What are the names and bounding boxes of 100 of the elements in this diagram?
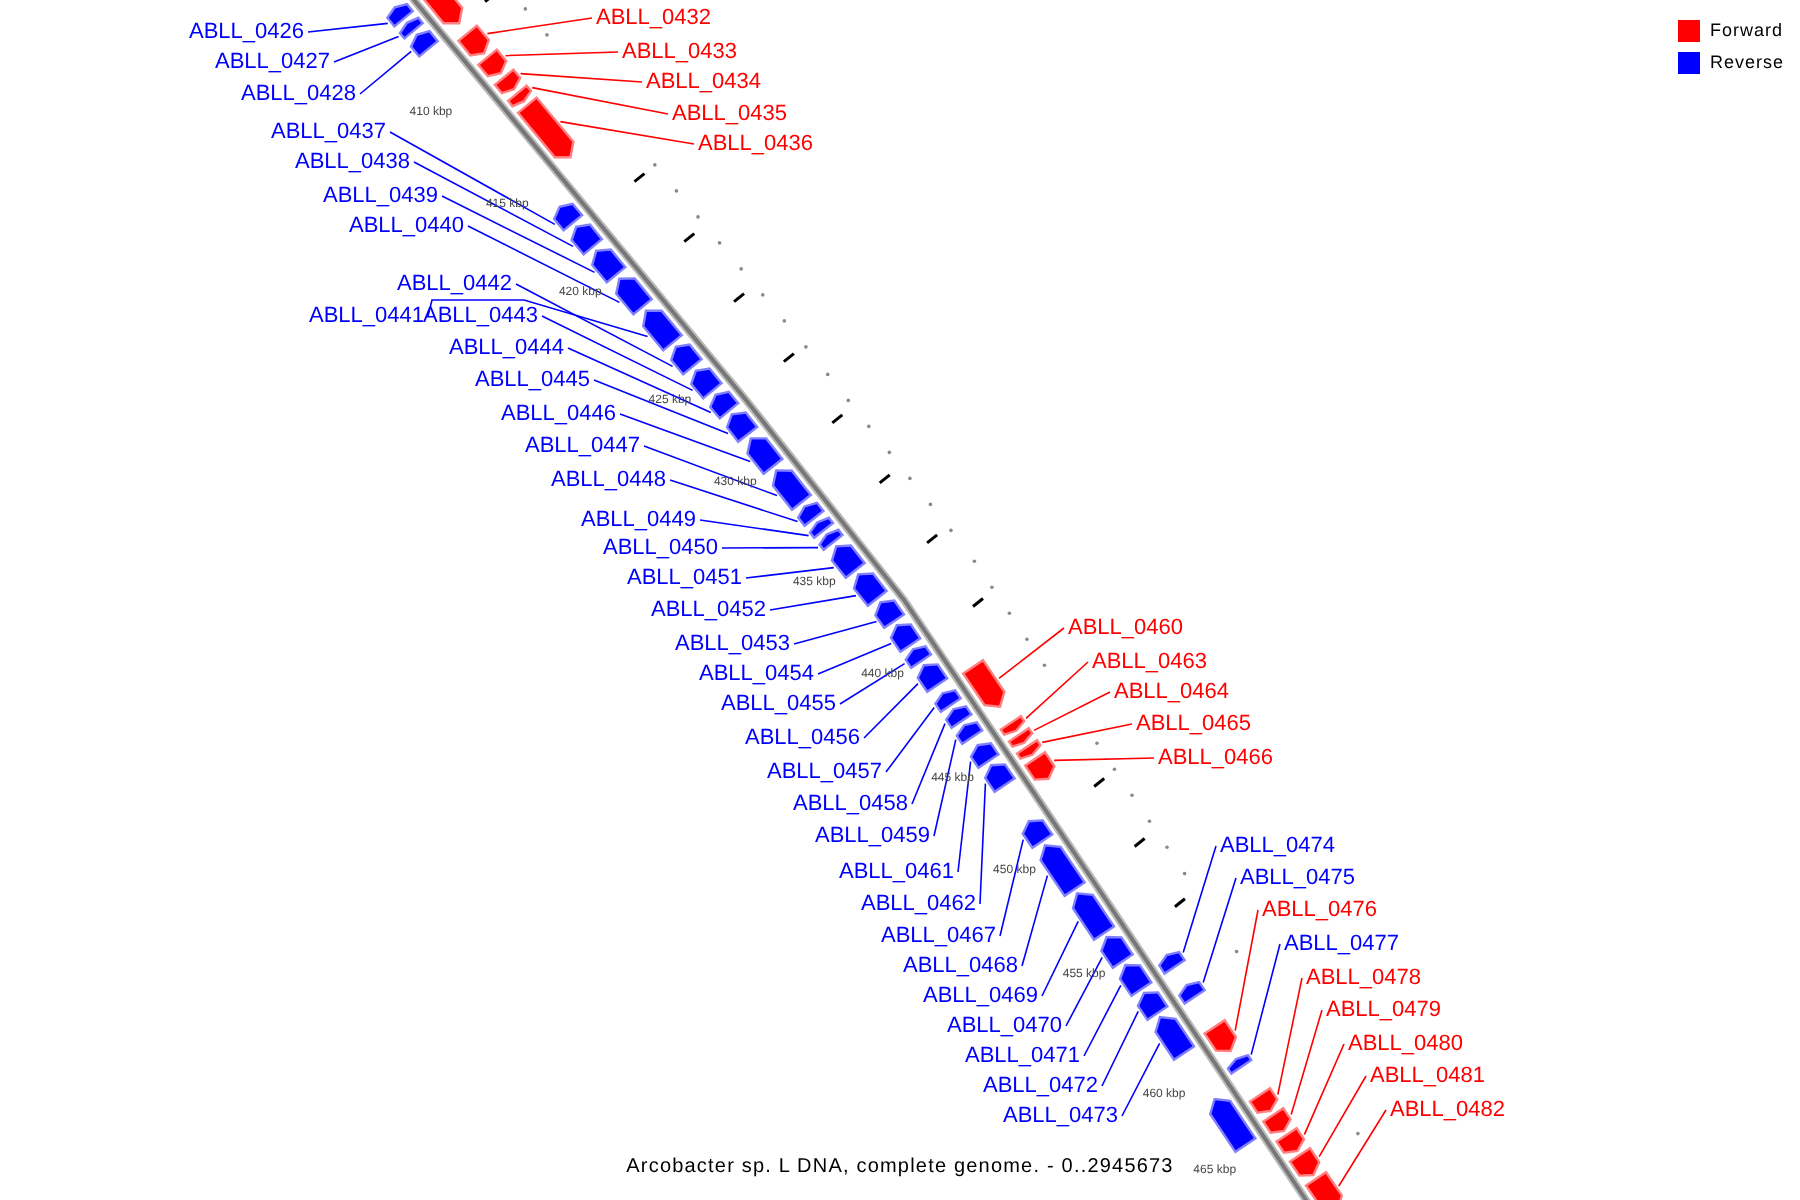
caption: Arcobacter sp. L DNA, complete genome. - 0..2945673 (626, 1156, 1174, 1178)
leader-line (333, 35, 400, 63)
leader-line (389, 131, 556, 226)
gene-label: ABLL_0480 (1348, 1032, 1463, 1056)
leader-line (1182, 845, 1217, 954)
gene-label: ABLL_0463 (1092, 650, 1207, 674)
leader-line (1234, 909, 1259, 1032)
gene-block (1071, 891, 1116, 942)
gene-block (506, 83, 533, 108)
gene-block (955, 721, 984, 746)
leader-line (541, 315, 694, 392)
gene-block (570, 223, 604, 257)
gene-label: ABLL_0462 (861, 892, 976, 916)
gene-label: ABLL_0455 (721, 692, 836, 716)
legend-label: Forward (1710, 20, 1784, 42)
leader-line (817, 642, 892, 675)
leader-line (504, 51, 619, 57)
gene-label: ABLL_0447 (525, 434, 640, 458)
leader-line (745, 566, 835, 579)
gene-label: ABLL_0473 (1003, 1104, 1118, 1128)
gene-block (398, 16, 425, 41)
leader-line (559, 120, 695, 145)
leader-line (359, 50, 412, 95)
leader-line (1021, 874, 1049, 967)
leader-line (441, 195, 596, 274)
leader-line (1303, 1043, 1345, 1136)
leader-line (1033, 691, 1111, 732)
leader-line (515, 283, 674, 368)
gene-block (708, 390, 740, 421)
gene-label: ABLL_0445 (475, 368, 590, 392)
gene-label: ABLL_0472 (983, 1074, 1098, 1098)
gene-block (1274, 1126, 1306, 1154)
leader-line (885, 706, 935, 773)
leader-line (1041, 723, 1133, 744)
gene-label: ABLL_0444 (449, 336, 564, 360)
gene-label: ABLL_0442 (397, 272, 512, 296)
gene-block (969, 742, 1001, 770)
gene-block (1039, 843, 1087, 898)
leader-line (531, 86, 669, 115)
leader-line (1053, 757, 1155, 762)
leader-line (307, 22, 389, 33)
gene-label: ABLL_0450 (603, 536, 718, 560)
gene-label: ABLL_0458 (793, 792, 908, 816)
gene-block (818, 528, 845, 552)
leader-line (957, 760, 972, 873)
gene-block (1304, 1170, 1344, 1200)
gene-label: ABLL_0460 (1068, 616, 1183, 640)
gene-label: ABLL_0476 (1262, 898, 1377, 922)
gene-label: ABLL_0461 (839, 860, 954, 884)
gene-label: ABLL_0481 (1370, 1064, 1485, 1088)
gene-label: ABLL_0457 (767, 760, 882, 784)
leader-line (1338, 1109, 1387, 1187)
gene-label: ABLL_0432 (596, 6, 711, 30)
gene-label: ABLL_0475 (1240, 866, 1355, 890)
leader-line (427, 299, 649, 338)
gene-label: ABLL_0482 (1390, 1098, 1505, 1122)
leader-line (979, 782, 987, 905)
gene-block (889, 623, 922, 654)
gene-label: ABLL_0426 (189, 20, 304, 44)
gene-label: ABLL_0439 (323, 184, 438, 208)
gene-block (1007, 726, 1034, 748)
leader-line (999, 838, 1024, 937)
gene-label: ABLL_0464 (1114, 680, 1229, 704)
gene-block (1226, 1053, 1253, 1076)
leader-line (1318, 1075, 1367, 1158)
gene-label: ABLL_0478 (1306, 966, 1421, 990)
leader-line (721, 546, 819, 549)
gene-block (961, 658, 1006, 709)
gene-block (1248, 1086, 1279, 1114)
gene-label: ABLL_0428 (241, 82, 356, 106)
gene-block (552, 202, 584, 233)
leader-line (998, 627, 1065, 680)
gene-block (852, 572, 889, 608)
gene-block (999, 714, 1026, 736)
gene-block (874, 599, 906, 630)
leader-line (669, 479, 799, 523)
gene-block (493, 67, 522, 95)
leader-line (1121, 1042, 1161, 1117)
gene-label: ABLL_0454 (699, 662, 814, 686)
gene-block (1015, 738, 1042, 760)
gene-block (916, 663, 949, 694)
leader-line (619, 413, 751, 463)
gene-label: ABLL_0435 (672, 102, 787, 126)
legend-label: Reverse (1710, 52, 1785, 74)
leader-line (839, 662, 906, 705)
gene-label: ABLL_0452 (651, 598, 766, 622)
gene-block (1136, 991, 1170, 1022)
gene-label: ABLL_0451 (627, 566, 742, 590)
gene-block (1261, 1106, 1292, 1134)
leader-line (1025, 661, 1089, 720)
gene-label: ABLL_0438 (295, 150, 410, 174)
gene-block (771, 469, 813, 512)
leader-line (793, 620, 878, 645)
gene-label: ABLL_0437 (271, 120, 386, 144)
gene-block (1177, 980, 1207, 1006)
gene-label: ABLL_0465 (1136, 712, 1251, 736)
gene-block (983, 763, 1017, 794)
gene-block (590, 248, 628, 285)
gene-block (808, 516, 835, 540)
gene-block (421, 0, 464, 25)
